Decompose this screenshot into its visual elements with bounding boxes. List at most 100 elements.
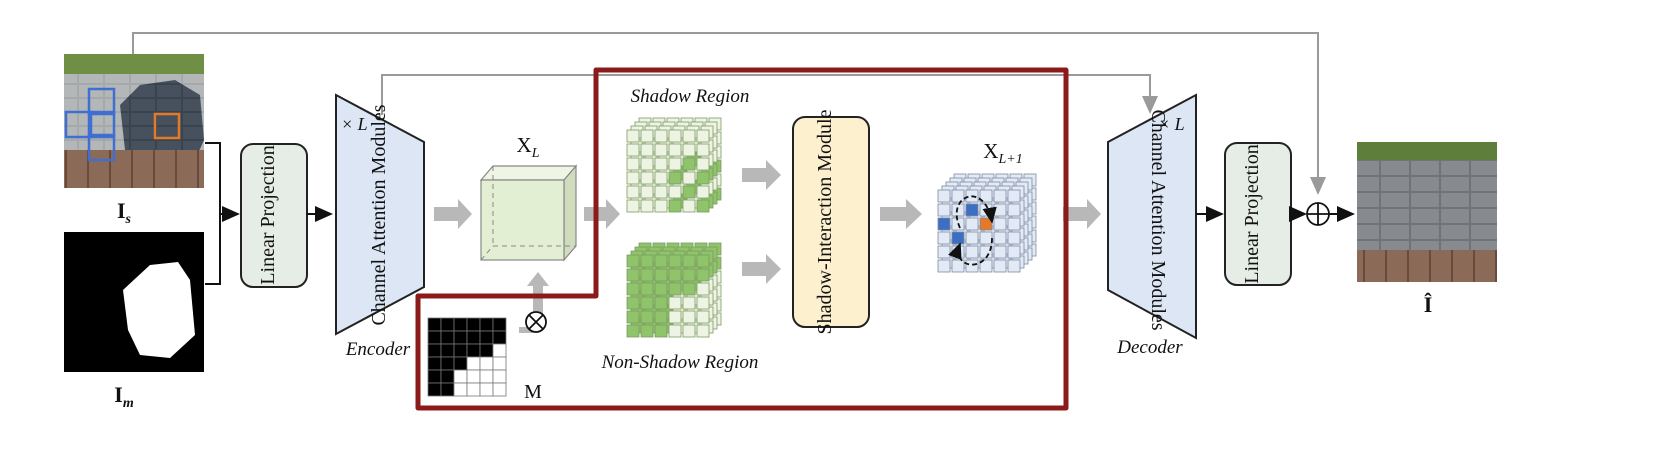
non-shadow-region-cube bbox=[626, 242, 722, 338]
mask-cell bbox=[492, 343, 507, 358]
feature-voxel bbox=[937, 189, 951, 203]
region-voxel bbox=[626, 254, 640, 268]
region-voxel bbox=[682, 296, 696, 310]
shadow-interaction-module-box bbox=[792, 116, 870, 328]
multiply-x2 bbox=[528, 314, 544, 330]
region-voxel bbox=[682, 310, 696, 324]
feature-voxel bbox=[979, 245, 993, 259]
encoder-module-label: Channel Attention Modules bbox=[368, 104, 390, 325]
feature-voxel bbox=[951, 259, 965, 273]
mask-cell bbox=[440, 382, 455, 397]
region-voxel bbox=[654, 296, 668, 310]
decoder-repeat-label: × L bbox=[1158, 114, 1185, 134]
xl-feature-cube bbox=[479, 164, 578, 262]
region-voxel bbox=[640, 296, 654, 310]
region-voxel bbox=[654, 129, 668, 143]
region-voxel bbox=[626, 185, 640, 199]
xl1-to-decoder-arrow bbox=[1063, 199, 1101, 229]
region-voxel bbox=[696, 254, 710, 268]
output-label: Î bbox=[1424, 292, 1433, 317]
feature-voxel bbox=[1007, 203, 1021, 217]
decoder-trapezoid bbox=[1107, 93, 1197, 340]
highlight-frame bbox=[415, 67, 1069, 411]
region-voxel bbox=[640, 199, 654, 213]
feature-voxel bbox=[993, 217, 1007, 231]
region-voxel bbox=[626, 268, 640, 282]
mask-cell bbox=[492, 369, 507, 384]
region-voxel bbox=[640, 310, 654, 324]
mask-cell bbox=[427, 317, 442, 332]
global-skip-connection bbox=[132, 32, 1326, 195]
mask-cell bbox=[427, 369, 442, 384]
mask-cell bbox=[453, 369, 468, 384]
region-voxel bbox=[640, 324, 654, 338]
region-voxel bbox=[668, 129, 682, 143]
mask-label: M bbox=[524, 381, 542, 403]
xl1-feature-label: XL+1 bbox=[983, 139, 1022, 167]
mask-cell bbox=[427, 343, 442, 358]
region-voxel bbox=[668, 254, 682, 268]
mask-cell bbox=[427, 382, 442, 397]
feature-voxel bbox=[937, 203, 951, 217]
linear-projection-out-label: Linear Projection bbox=[1241, 144, 1263, 283]
mask-cell bbox=[440, 330, 455, 345]
mask-cell bbox=[440, 369, 455, 384]
sim-to-xl1-arrow bbox=[880, 199, 922, 229]
region-voxel bbox=[626, 296, 640, 310]
region-voxel bbox=[696, 282, 710, 296]
feature-voxel bbox=[979, 231, 993, 245]
feature-voxel bbox=[965, 203, 979, 217]
feature-voxel bbox=[1007, 245, 1021, 259]
region-voxel bbox=[626, 129, 640, 143]
nonshadow-to-sim-arrow bbox=[742, 254, 781, 284]
decoder-module-label: Channel Attention Modules bbox=[1147, 109, 1169, 330]
mask-cell bbox=[453, 356, 468, 371]
feature-voxel bbox=[1007, 259, 1021, 273]
feature-voxel bbox=[937, 217, 951, 231]
feature-voxel bbox=[979, 189, 993, 203]
region-voxel bbox=[626, 324, 640, 338]
mask-cell bbox=[453, 343, 468, 358]
mask-cell bbox=[453, 330, 468, 345]
region-voxel bbox=[668, 296, 682, 310]
region-voxel bbox=[640, 254, 654, 268]
feature-voxel bbox=[965, 245, 979, 259]
mask-cell bbox=[479, 382, 494, 397]
region-voxel bbox=[640, 157, 654, 171]
region-voxel bbox=[682, 282, 696, 296]
region-voxel bbox=[696, 199, 710, 213]
mask-cell bbox=[479, 369, 494, 384]
encoder-to-xl-arrow bbox=[434, 199, 472, 229]
decoder-label: Decoder bbox=[1116, 337, 1183, 358]
feature-voxel bbox=[993, 245, 1007, 259]
region-voxel bbox=[640, 268, 654, 282]
mask-grid-m bbox=[427, 317, 507, 397]
input-mask-image bbox=[64, 232, 204, 372]
shadow-to-sim-arrow bbox=[742, 160, 781, 190]
region-voxel bbox=[696, 171, 710, 185]
linear-projection-in-box bbox=[240, 143, 308, 288]
feature-voxel bbox=[951, 203, 965, 217]
feature-voxel bbox=[951, 231, 965, 245]
region-voxel bbox=[682, 143, 696, 157]
region-voxel bbox=[654, 254, 668, 268]
region-voxel bbox=[696, 185, 710, 199]
mask-cell bbox=[453, 382, 468, 397]
region-voxel bbox=[654, 310, 668, 324]
region-voxel bbox=[696, 268, 710, 282]
mask-cell bbox=[427, 356, 442, 371]
shadow-region-label: Shadow Region bbox=[631, 86, 750, 107]
region-voxel bbox=[696, 157, 710, 171]
shadow-interaction-module-label: Shadow-Interaction Module bbox=[814, 109, 836, 334]
region-voxel bbox=[640, 282, 654, 296]
region-voxel bbox=[654, 171, 668, 185]
xl1-feature-cube bbox=[937, 173, 1037, 273]
region-voxel bbox=[626, 143, 640, 157]
region-voxel bbox=[640, 129, 654, 143]
region-voxel bbox=[654, 282, 668, 296]
region-voxel bbox=[682, 129, 696, 143]
feature-voxel bbox=[979, 217, 993, 231]
region-voxel bbox=[668, 310, 682, 324]
region-voxel bbox=[668, 199, 682, 213]
